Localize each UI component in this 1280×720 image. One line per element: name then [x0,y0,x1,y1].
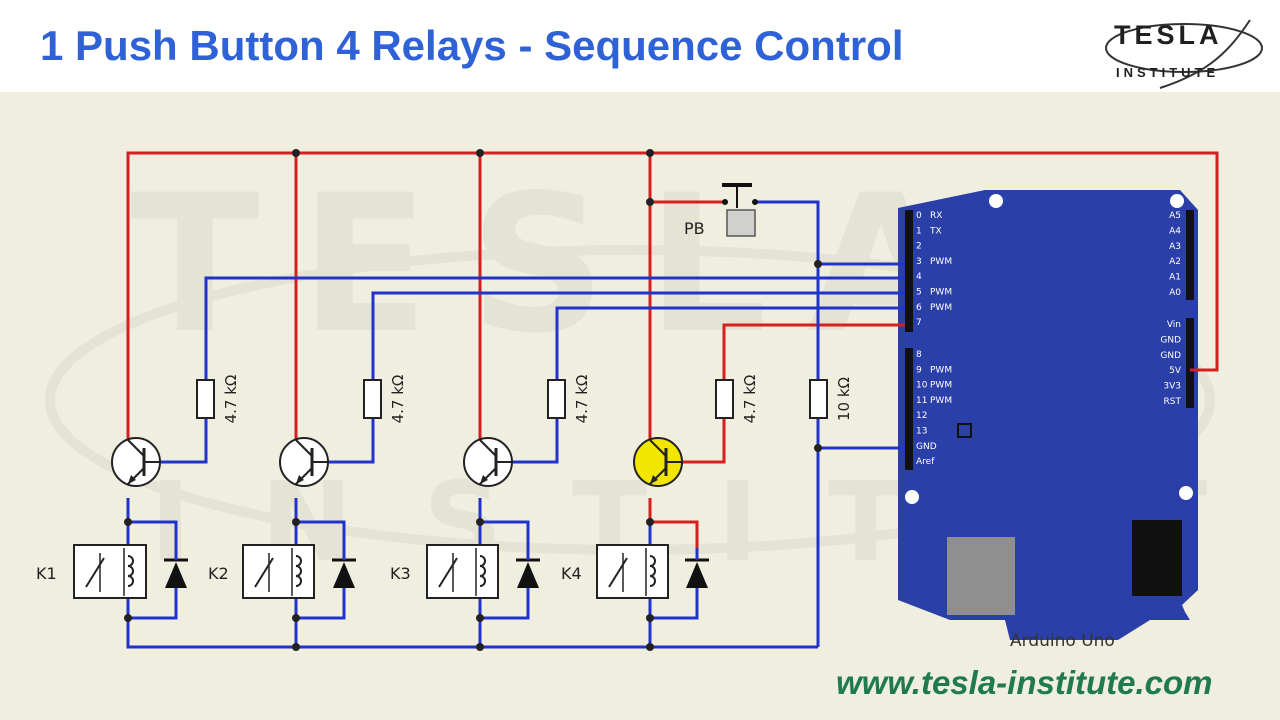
pin-label: A4 [1169,226,1181,236]
resistor-r3-label: 4.7 kΩ [573,375,591,424]
transistor-q2 [279,437,329,487]
pin-label: 13 [916,427,927,437]
relay-k4 [596,544,709,599]
pin-label: 7 [916,318,922,328]
pin-label: GND [1160,335,1181,345]
resistor-r1-label: 4.7 kΩ [222,375,240,424]
pin-function-label: PWM [930,365,952,375]
pin-label: RST [1164,397,1182,407]
transistors [111,437,683,487]
relay-k2 [242,544,356,599]
pin-label: 9 [916,365,922,375]
push-button-label: PB [684,219,705,238]
pin-label: 4 [916,272,922,282]
transistor-q1 [111,437,161,487]
pin-function-label: PWM [930,303,952,313]
pin-label: A0 [1169,288,1181,298]
board-label: Arduino Uno [1010,631,1115,651]
pin-label: 3 [916,257,922,267]
pin-function-label: PWM [930,396,952,406]
pin-label: 3V3 [1163,382,1181,392]
junction-dots [124,149,822,651]
pin-function-label: RX [930,211,942,221]
pin-label: A1 [1169,273,1181,283]
transistor-q3 [463,437,513,487]
relays [73,544,709,599]
chip [957,423,972,438]
pin-label: Vin [1167,320,1181,330]
pin-label: 10 [916,381,928,391]
pin-label: 8 [916,350,922,360]
pin-label: A5 [1169,211,1181,221]
resistor-pulldown-label: 10 kΩ [835,377,853,421]
power-jack [1132,520,1182,596]
pin-label: 12 [916,411,927,421]
resistors [196,379,828,419]
pin-label: GND [916,442,937,452]
logo-text-tesla: TESLA [1114,20,1223,50]
pin-label: 5V [1169,366,1182,376]
pin-label: 0 [916,211,922,221]
relay-k3 [426,544,540,599]
resistor-r4-label: 4.7 kΩ [741,375,759,424]
pin-label: 1 [916,226,922,236]
transistor-q4 [633,437,683,487]
pin-label: Aref [916,457,935,467]
push-button-pb [722,183,758,237]
pin-label: 6 [916,303,922,313]
pin-function-label: PWM [930,257,952,267]
pin-function-label: PWM [930,288,952,298]
pin-label: A2 [1169,257,1181,267]
pin-label: A3 [1169,242,1181,252]
usb-connector [947,537,1015,615]
website-url[interactable]: www.tesla-institute.com [836,664,1213,701]
pin-function-label: TX [929,226,942,236]
pin-function-label: PWM [930,381,952,391]
circuit-canvas: TESLA INSTITUTE 0RX1TX23PWM45PWM6PWM789P… [0,92,1280,720]
relay-k1 [73,544,188,599]
pin-label: 5 [916,288,922,298]
relay-k1-label: K1 [36,564,57,583]
logo-text-institute: INSTITUTE [1116,65,1220,80]
relay-k3-label: K3 [390,564,411,583]
tesla-institute-logo: TESLA INSTITUTE [1100,10,1270,90]
page-title: 1 Push Button 4 Relays - Sequence Contro… [40,22,904,69]
pin-label: 2 [916,242,922,252]
relay-k2-label: K2 [208,564,229,583]
pin-label: GND [1160,351,1181,361]
pin-label: 11 [916,396,927,406]
resistor-r2-label: 4.7 kΩ [389,375,407,424]
relay-k4-label: K4 [561,564,582,583]
